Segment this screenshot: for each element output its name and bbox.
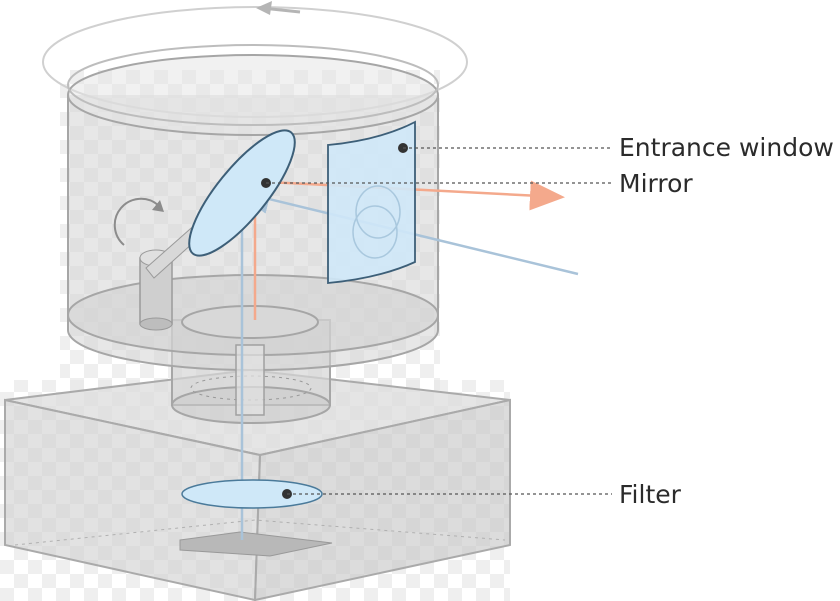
filter bbox=[181, 479, 323, 509]
base-box bbox=[4, 368, 511, 601]
mirror-tilt-arrowhead-icon bbox=[152, 200, 164, 212]
label-filter: Filter bbox=[619, 480, 681, 509]
mirror-tilt-arrow-icon bbox=[113, 197, 159, 246]
label-entrance-window: Entrance window bbox=[619, 133, 834, 162]
central-tube bbox=[235, 344, 265, 416]
label-mirror: Mirror bbox=[619, 169, 693, 198]
entrance-window bbox=[327, 120, 416, 284]
leader-lines bbox=[261, 143, 612, 499]
mirror bbox=[188, 129, 296, 257]
